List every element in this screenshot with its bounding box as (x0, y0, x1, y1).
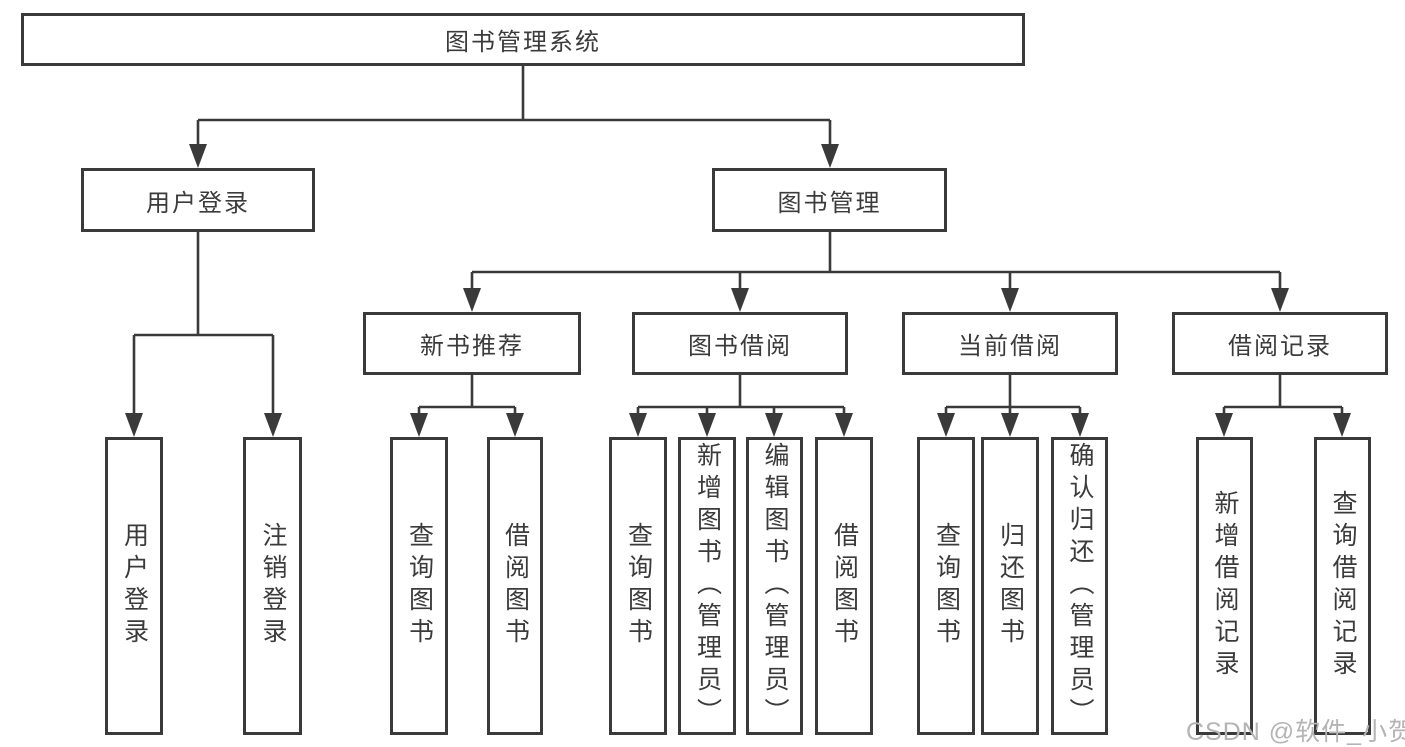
node-leaf-bb-edit-books-admin-label: 编辑图书（管理员） (761, 442, 789, 730)
node-user-login-label: 用户登录 (146, 189, 250, 217)
node-leaf-br-add-record: 新增借阅记录 (1196, 437, 1253, 735)
node-leaf-logout: 注销登录 (243, 437, 302, 735)
node-leaf-br-query-record-label: 查询借阅记录 (1329, 490, 1357, 682)
node-leaf-nbr-query-books: 查询图书 (390, 437, 448, 735)
node-book-management: 图书管理 (712, 168, 947, 232)
node-leaf-logout-label: 注销登录 (259, 522, 287, 650)
node-leaf-bb-borrow-books-label: 借阅图书 (830, 522, 859, 650)
node-root-label: 图书管理系统 (445, 29, 601, 56)
node-leaf-login-label: 用户登录 (120, 522, 149, 650)
node-leaf-nbr-borrow-books-label: 借阅图书 (501, 522, 530, 650)
node-leaf-login: 用户登录 (105, 437, 163, 735)
node-borrowing-records-label: 借阅记录 (1228, 333, 1332, 360)
node-book-management-label: 图书管理 (777, 189, 882, 217)
node-leaf-bb-query-books-label: 查询图书 (624, 522, 653, 650)
watermark: CSDN @软件_小贺同学 (1186, 718, 1405, 746)
node-root: 图书管理系统 (21, 13, 1025, 66)
node-current-borrowing-label: 当前借阅 (958, 333, 1062, 360)
node-leaf-cb-return-books-label: 归还图书 (996, 522, 1025, 650)
node-leaf-bb-borrow-books: 借阅图书 (815, 437, 873, 735)
node-leaf-bb-query-books: 查询图书 (609, 437, 667, 735)
node-current-borrowing: 当前借阅 (902, 312, 1118, 375)
node-borrowing-records: 借阅记录 (1172, 312, 1388, 375)
node-new-book-recommend: 新书推荐 (363, 312, 581, 375)
node-leaf-nbr-borrow-books: 借阅图书 (487, 437, 543, 735)
node-leaf-bb-edit-books-admin: 编辑图书（管理员） (746, 437, 803, 735)
node-leaf-br-query-record: 查询借阅记录 (1314, 437, 1371, 735)
node-leaf-br-add-record-label: 新增借阅记录 (1211, 490, 1239, 682)
node-leaf-bb-add-books-admin-label: 新增图书（管理员） (693, 442, 722, 730)
node-book-borrowing: 图书借阅 (632, 312, 848, 375)
node-leaf-cb-return-books: 归还图书 (981, 437, 1039, 735)
node-new-book-recommend-label: 新书推荐 (420, 333, 524, 360)
node-leaf-cb-query-books-label: 查询图书 (932, 522, 961, 650)
node-book-borrowing-label: 图书借阅 (688, 333, 792, 360)
node-leaf-bb-add-books-admin: 新增图书（管理员） (678, 437, 736, 735)
node-leaf-nbr-query-books-label: 查询图书 (405, 522, 434, 650)
node-leaf-cb-confirm-return-admin-label: 确认归还（管理员） (1066, 442, 1094, 730)
node-leaf-cb-query-books: 查询图书 (917, 437, 975, 735)
node-user-login: 用户登录 (81, 168, 315, 232)
node-leaf-cb-confirm-return-admin: 确认归还（管理员） (1051, 437, 1108, 735)
